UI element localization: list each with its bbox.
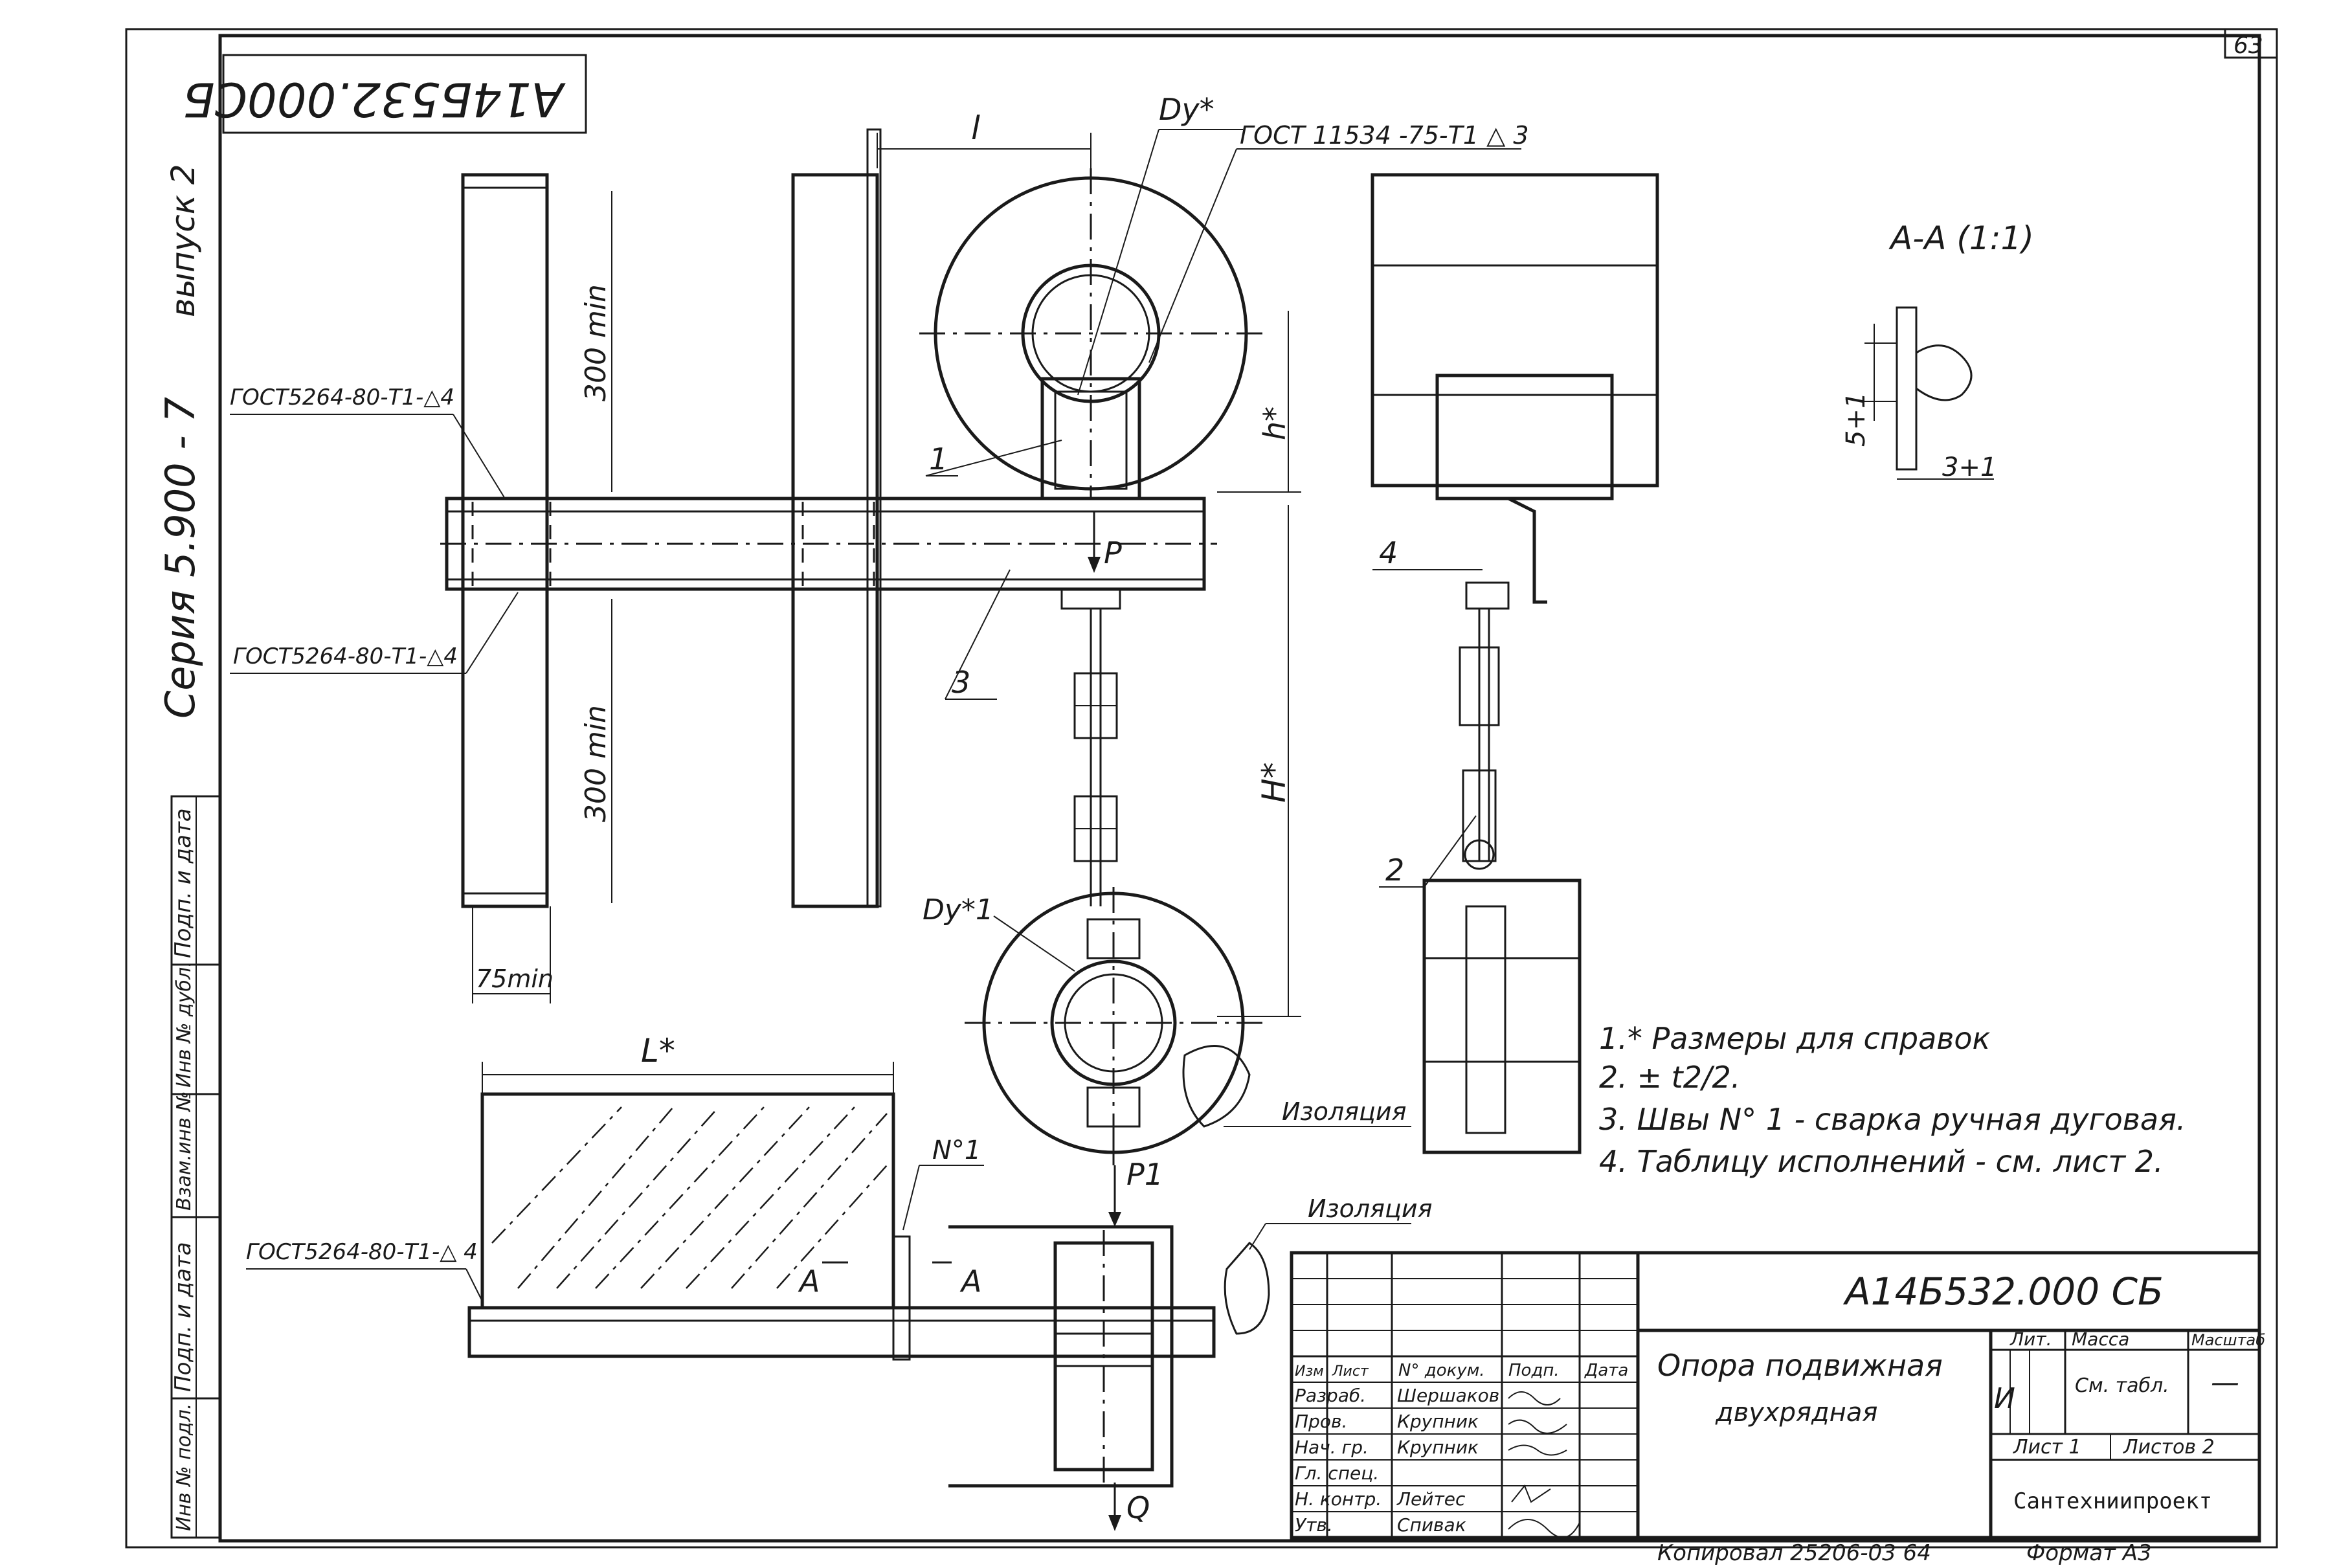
tb-sheets: Листов 2 xyxy=(2123,1436,2215,1459)
shoe-part-1 xyxy=(1040,377,1141,500)
notes: 1.* Размеры для справок 2. ± t2/2. 3. Шв… xyxy=(1599,1021,2186,1179)
dim-300min-bottom: 300 min xyxy=(579,705,612,822)
dim-L: L* xyxy=(641,1032,675,1070)
tb-role-4: Гл. спец. xyxy=(1295,1462,1379,1484)
tb-role-1: Разраб. xyxy=(1295,1385,1366,1406)
dim-300min-top: 300 min xyxy=(579,284,612,401)
tb-lit-value: И xyxy=(1994,1382,2015,1415)
tb-lit-label: Лит. xyxy=(2009,1328,2052,1350)
section-a-a: А-А (1:1) 5+1 3+1 xyxy=(1841,219,2034,482)
format-stamp: Формат А3 xyxy=(2026,1540,2152,1566)
weld-no1-label: N°1 xyxy=(932,1136,981,1165)
section-mark-right: А xyxy=(959,1264,981,1299)
force-Q: Q xyxy=(1126,1490,1150,1525)
margin-label-2: Подп. и дата xyxy=(170,1242,196,1392)
tb-col-izm: Изм xyxy=(1295,1363,1324,1380)
dim-dy1: Dy*1 xyxy=(923,893,994,926)
margin-label-1: Инв № подл. xyxy=(173,1404,196,1531)
dim-H: H* xyxy=(1255,762,1293,803)
tb-name-5: Лейтес xyxy=(1396,1488,1466,1510)
tb-name-3: Крупник xyxy=(1397,1437,1479,1458)
tb-organization: Сантехниипроект xyxy=(2013,1488,2212,1514)
plan-view: L* N°1 ГОСТ5264-80-Т1-△ 4 А А Изоляция xyxy=(246,1032,1432,1531)
part-1-label: 1 xyxy=(929,442,948,476)
tb-col-sign: Подп. xyxy=(1508,1361,1560,1380)
dim-75min: 75min xyxy=(476,965,554,993)
title-block: Изм Лист N° докум. Подп. Дата Разраб. Ше… xyxy=(1290,1251,2265,1540)
section-title: А-А (1:1) xyxy=(1888,219,2034,257)
force-P1: P1 xyxy=(1126,1157,1163,1192)
insulation-label-2: Изоляция xyxy=(1308,1194,1432,1223)
gost-11534-callout: ГОСТ 11534 -75-Т1 △ 3 xyxy=(1240,121,1529,150)
page-number: 63 xyxy=(2233,32,2263,59)
tb-designation: А14Б532.000 СБ xyxy=(1842,1270,2164,1314)
tb-role-6: Утв. xyxy=(1295,1514,1333,1536)
dim-s-weld: 5+1 xyxy=(1841,392,1871,447)
tb-role-5: Н. контр. xyxy=(1295,1488,1382,1510)
tb-name-line1: Опора подвижная xyxy=(1657,1348,1943,1383)
insulation-patch-2 xyxy=(1224,1242,1270,1335)
part-4-label: 4 xyxy=(1379,535,1398,570)
insulation-patch-1 xyxy=(1182,1045,1251,1128)
force-P: P xyxy=(1104,535,1122,570)
issue-label: выпуск 2 xyxy=(164,164,202,317)
dim-h: h* xyxy=(1257,407,1292,440)
tb-scale-label: Масштаб xyxy=(2191,1331,2265,1349)
tb-mass-value: См. табл. xyxy=(2075,1374,2169,1397)
tb-col-list: Лист xyxy=(1332,1363,1369,1380)
note-3: 3. Швы N° 1 - сварка ручная дуговая. xyxy=(1599,1102,2186,1137)
tb-role-3: Нач. гр. xyxy=(1295,1437,1369,1458)
margin-label-3: Взам.инв № xyxy=(173,1091,196,1211)
series-label: Серия 5.900 - 7 xyxy=(157,397,204,719)
tb-scale-value: — xyxy=(2211,1366,2239,1399)
margin-label-4: Инв № дубл. xyxy=(173,961,196,1088)
main-view: P P1 l Dy* ГОС xyxy=(230,92,1529,1227)
tb-mass-label: Масса xyxy=(2072,1328,2129,1350)
drawing-code-rotated: А14Б532.000СБ xyxy=(183,72,566,126)
inner-frame xyxy=(218,34,2261,1543)
note-2: 2. ± t2/2. xyxy=(1599,1060,1740,1095)
code-box xyxy=(222,54,587,134)
gost-5264-callout-c: ГОСТ5264-80-Т1-△ 4 xyxy=(246,1239,478,1265)
tb-name-1: Шершаков xyxy=(1397,1385,1499,1406)
dim-l: l xyxy=(971,109,980,147)
tb-col-date: Дата xyxy=(1584,1361,1628,1380)
tb-name-6: Спивак xyxy=(1397,1514,1466,1536)
margin-label-5: Подп. и дата xyxy=(170,808,196,958)
dim-dy: Dy* xyxy=(1159,92,1214,127)
dim-leg-weld: 3+1 xyxy=(1942,453,1997,482)
tb-col-doc: N° докум. xyxy=(1398,1361,1485,1380)
tb-sheet: Лист 1 xyxy=(2013,1436,2081,1459)
page-number-box xyxy=(2224,28,2278,59)
section-mark-left: А xyxy=(798,1264,820,1299)
tb-name-line2: двухрядная xyxy=(1715,1398,1877,1428)
tb-role-2: Пров. xyxy=(1295,1411,1347,1432)
outer-frame xyxy=(125,28,2278,1549)
note-1: 1.* Размеры для справок xyxy=(1599,1021,1991,1056)
insulation-label-1: Изоляция xyxy=(1282,1097,1406,1126)
copied-stamp: Копировал 25206-03 64 xyxy=(1657,1540,1931,1566)
note-4: 4. Таблицу исполнений - см. лист 2. xyxy=(1599,1144,2164,1179)
gost-5264-callout-b: ГОСТ5264-80-Т1-△4 xyxy=(233,644,458,669)
left-margin-stamp: Подп. и дата Инв № дубл. Взам.инв № Подп… xyxy=(170,795,221,1539)
part-2-label: 2 xyxy=(1385,853,1404,888)
tb-name-2: Крупник xyxy=(1397,1411,1479,1432)
side-view: 4 2 xyxy=(1371,173,1659,1154)
gost-5264-callout-a: ГОСТ5264-80-Т1-△4 xyxy=(230,385,454,410)
part-3-label: 3 xyxy=(952,665,970,700)
